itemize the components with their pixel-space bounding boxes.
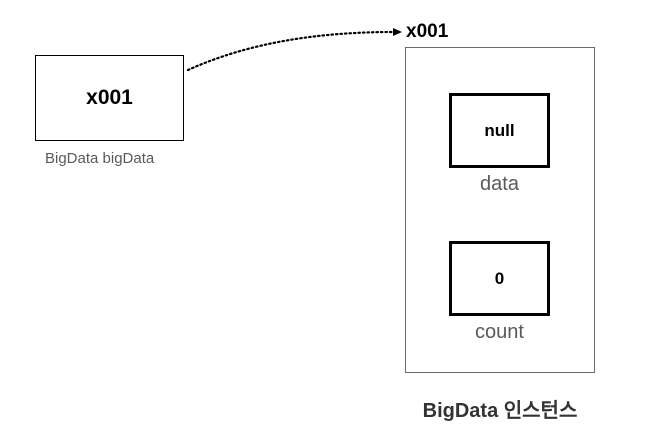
reference-value: x001 bbox=[86, 86, 133, 109]
reference-variable-box: x001 bbox=[35, 55, 184, 141]
field-box-data: null bbox=[449, 93, 550, 168]
field-name-count: count bbox=[475, 321, 524, 343]
instance-address-label: x001 bbox=[406, 21, 449, 42]
field-value-count: 0 bbox=[494, 268, 505, 288]
instance-title: BigData 인스턴스 bbox=[422, 400, 578, 422]
field-box-count: 0 bbox=[449, 241, 550, 316]
field-name-data: data bbox=[480, 173, 519, 195]
reference-variable-caption: BigData bigData bbox=[45, 150, 155, 167]
field-value-data: null bbox=[484, 120, 515, 140]
